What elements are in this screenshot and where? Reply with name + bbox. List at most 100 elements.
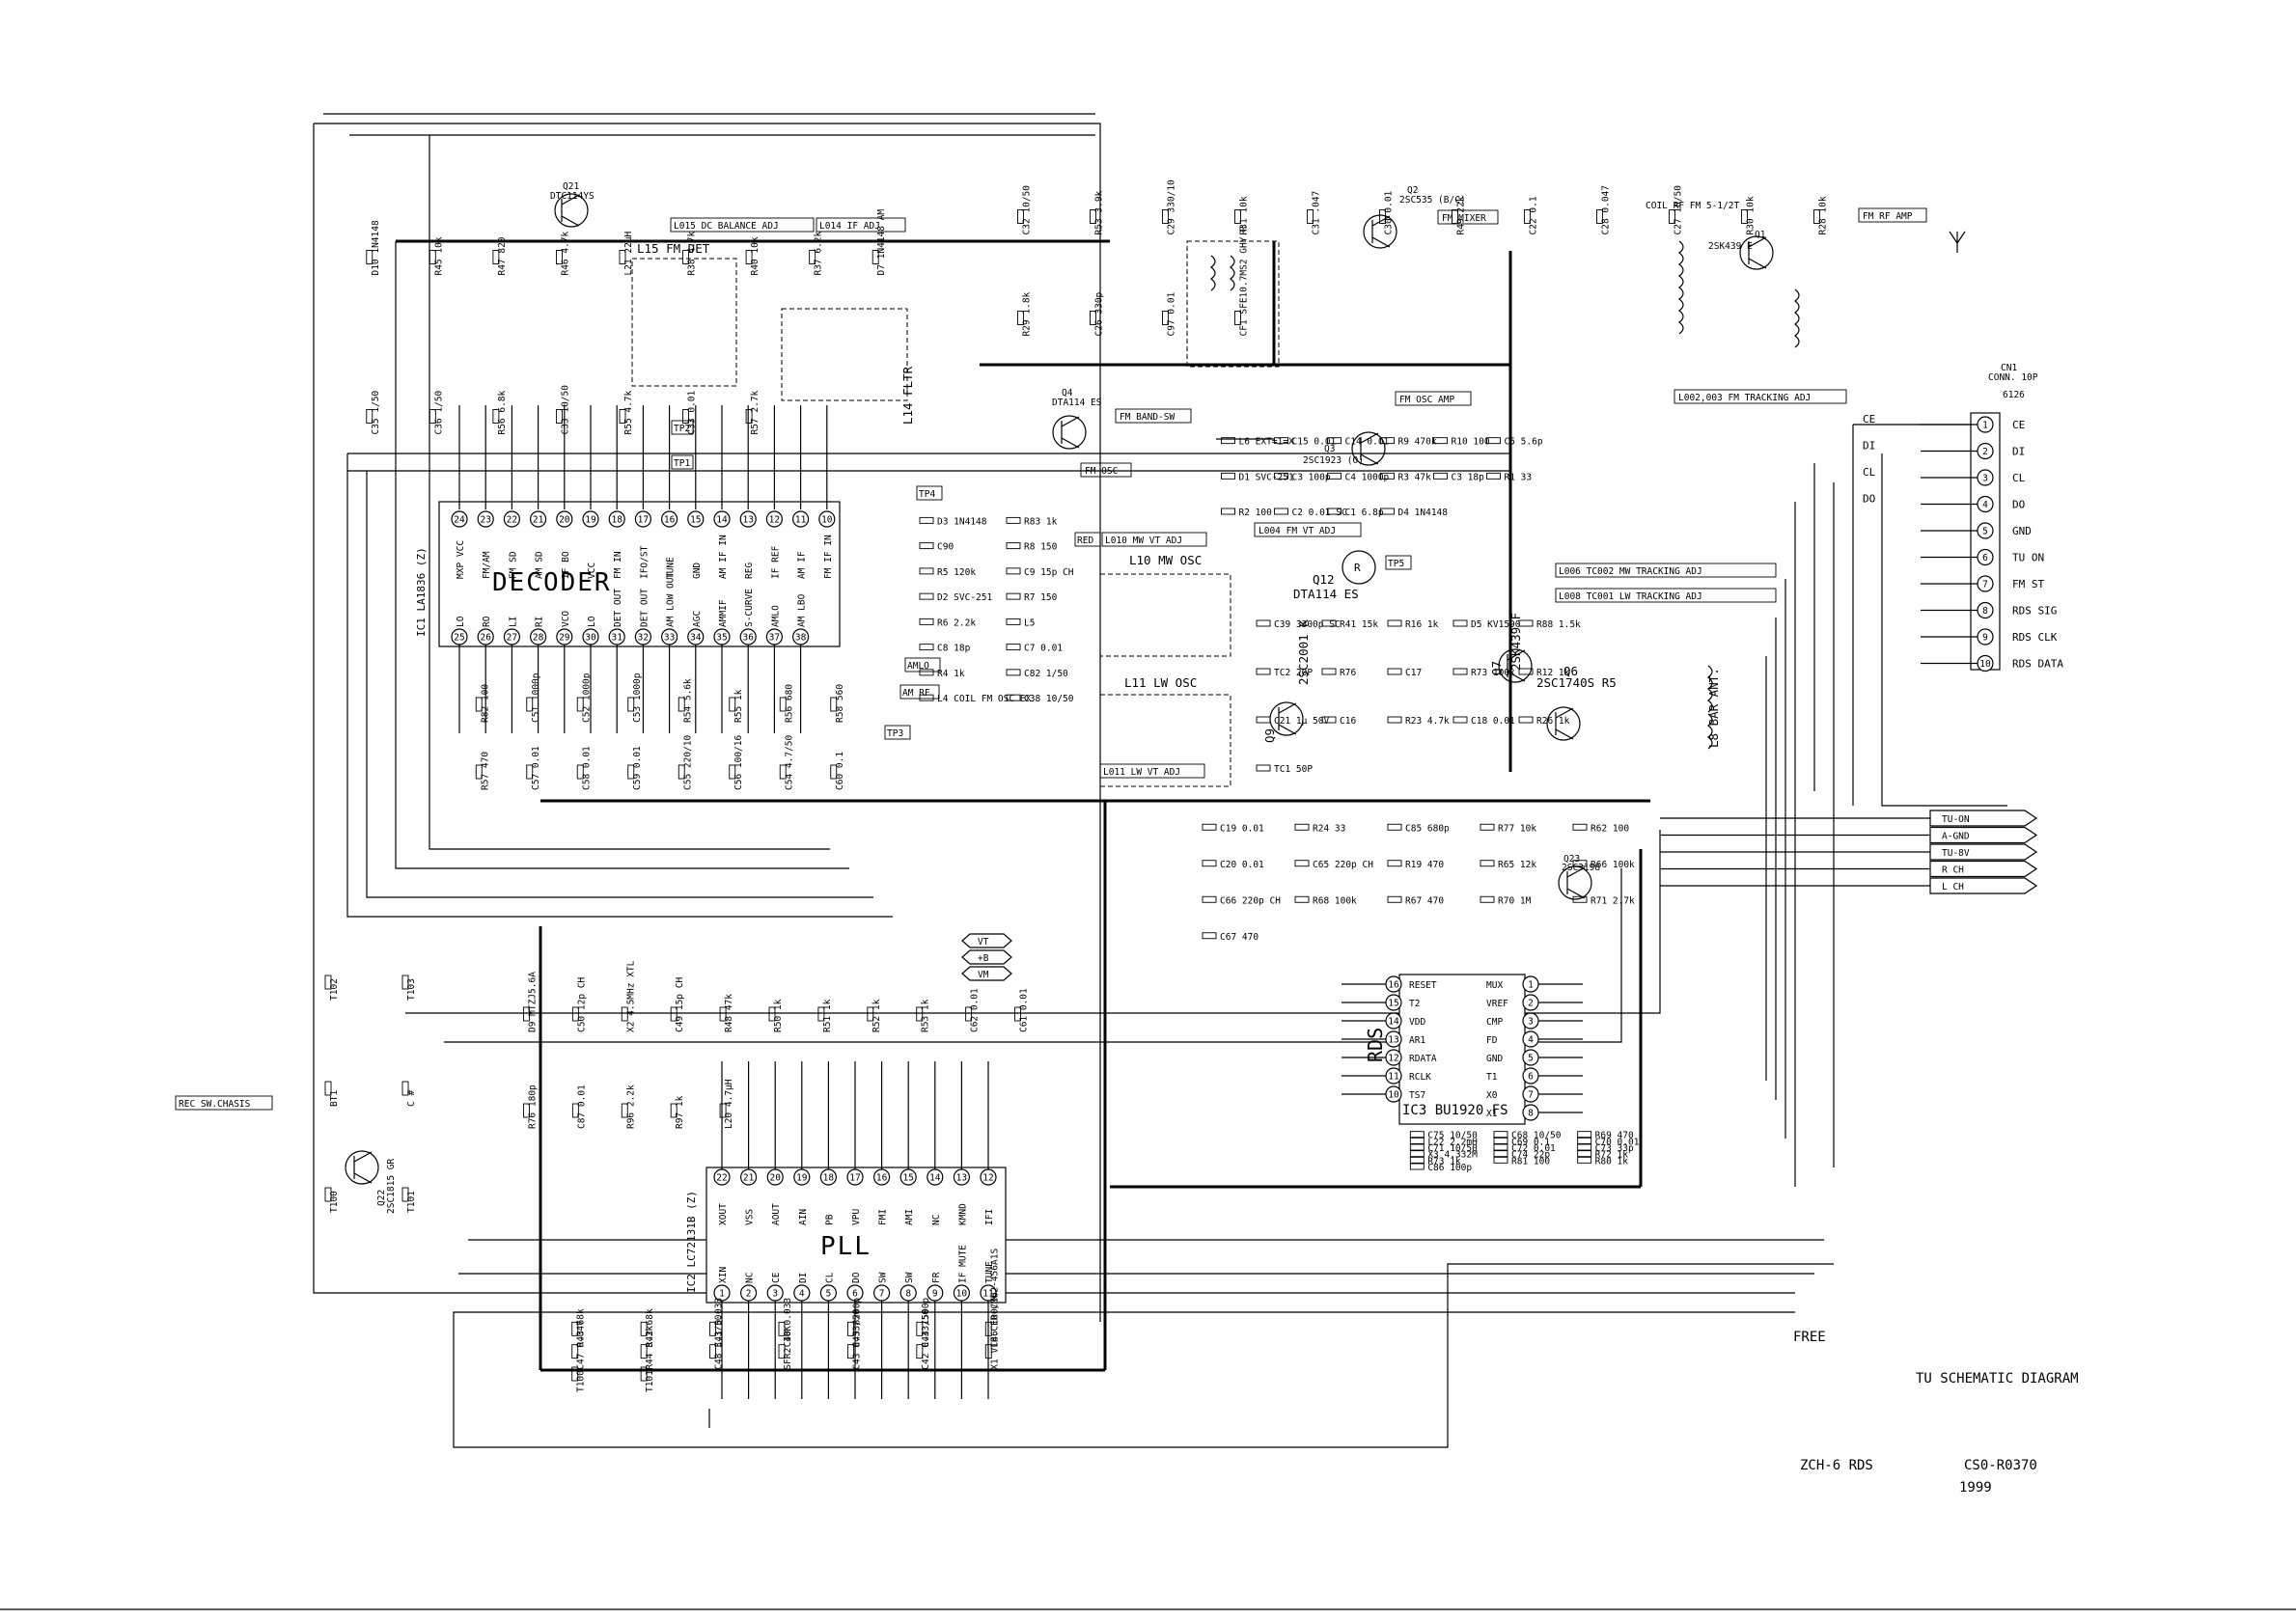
part-value: C15 0.01	[1292, 437, 1337, 448]
q12-ref: Q12	[1313, 572, 1335, 587]
part-glyph	[919, 694, 934, 701]
part-value: R45 10k	[433, 236, 444, 275]
ic1-pin-name: DET OUT	[613, 589, 623, 627]
svg-text:19: 19	[796, 1173, 808, 1184]
part-glyph	[555, 250, 563, 264]
cn1-pin-name: RDS SIG	[2012, 605, 2057, 618]
ic3-pin-name: MUX	[1486, 980, 1503, 991]
part-glyph	[1387, 823, 1402, 831]
q1-ref: Q1	[1755, 230, 1766, 240]
label-tp4: TP4	[919, 489, 935, 500]
part-glyph	[871, 250, 879, 264]
cn1-pin-name: FM ST	[2012, 578, 2044, 590]
q12-symbol: R	[1342, 550, 1376, 585]
ic1-pin-11: 11	[791, 510, 810, 528]
label-l006-mw-tracking-adj: L006 TC002 MW TRACKING ADJ	[1559, 566, 1702, 577]
part-glyph	[1221, 472, 1235, 480]
part-value: L21 22μH	[623, 231, 634, 275]
part-value: C85 680p	[1405, 823, 1450, 834]
cn1-pin-1: 1	[1977, 416, 1994, 433]
ic1-pin-name: IF REF	[770, 545, 781, 579]
part-glyph	[621, 1006, 628, 1022]
svg-text:16: 16	[876, 1173, 888, 1184]
part-glyph	[1380, 508, 1395, 515]
ic2-pin-name: PB	[824, 1214, 835, 1225]
ic2-pin-name: DI	[798, 1273, 809, 1283]
part-value: TC2 20P	[1274, 668, 1313, 678]
part-glyph	[555, 409, 563, 424]
part-value: C60 0.1	[835, 752, 845, 790]
part-value: R57 2.7k	[750, 390, 761, 434]
q7-ref: Q7	[1489, 661, 1504, 675]
ic3-pin-name: T2	[1409, 999, 1420, 1009]
part-value: R10 100	[1452, 437, 1490, 448]
ic2-ref: IC2 LC72131B (Z)	[685, 1191, 698, 1293]
part-glyph	[1452, 209, 1458, 224]
l11-label: L11 LW OSC	[1124, 675, 1197, 690]
svg-text:5: 5	[1982, 527, 1988, 537]
part-glyph	[916, 1321, 924, 1336]
part-glyph	[1006, 516, 1021, 524]
cn1-pin-name: GND	[2012, 525, 2032, 537]
part-glyph	[1409, 1137, 1425, 1144]
part-value: D2 SVC-251	[937, 592, 992, 603]
part-glyph	[1577, 1143, 1592, 1151]
part-glyph	[919, 669, 934, 676]
part-glyph	[1387, 860, 1402, 867]
svg-text:4: 4	[1982, 500, 1988, 510]
part-value: L6 EXT=1=X	[1239, 437, 1294, 448]
part-value: C58 0.01	[581, 746, 592, 790]
part-glyph	[1577, 1150, 1592, 1158]
ic1-pin-name: LI	[508, 617, 518, 627]
part-value: C47 0.047	[576, 1320, 587, 1369]
part-value: C49 15p CH	[675, 977, 685, 1032]
part-value: C39 3300p SC	[1274, 619, 1341, 630]
ic2-pin-18: 18	[819, 1168, 838, 1186]
cn1-pin-name: TU ON	[2012, 552, 2044, 564]
q21-ref: Q21	[563, 181, 579, 192]
cn1-pin-3: 3	[1977, 469, 1994, 486]
ic1-pin-name: IF BO	[561, 551, 571, 579]
part-glyph	[1006, 542, 1021, 550]
svg-text:8: 8	[1982, 606, 1988, 617]
ic2-pin-name: NC	[931, 1215, 942, 1225]
ic2-pin-name: IF MUTE	[957, 1245, 968, 1283]
ic2-pin-name: XOUT	[718, 1203, 729, 1225]
part-value: R1 33	[1505, 472, 1533, 482]
part-glyph	[709, 1344, 717, 1359]
ic3-pin-13: 13	[1385, 1030, 1402, 1048]
ic1-ref: IC1 LA1836 (Z)	[415, 547, 428, 637]
svg-text:26: 26	[480, 633, 491, 644]
part-glyph	[1090, 311, 1096, 325]
part-glyph	[1294, 823, 1310, 831]
part-value: R69 470	[1595, 1131, 1634, 1141]
q4-ref: Q4	[1062, 388, 1073, 398]
model-number: ZCH-6 RDS	[1800, 1458, 1873, 1473]
part-glyph	[729, 764, 736, 780]
part-glyph	[846, 1321, 854, 1336]
part-glyph	[429, 409, 436, 424]
ic1-pin-23: 23	[477, 510, 494, 528]
ic3-pin-8: 8	[1522, 1104, 1539, 1121]
ic1-pin-25: 25	[451, 628, 468, 645]
part-glyph	[526, 764, 534, 780]
label-rec-sw-chasis: REC SW.CHASIS	[179, 1099, 251, 1110]
ic1-pin-name: LO	[587, 616, 597, 627]
part-glyph	[401, 1187, 409, 1202]
part-glyph	[627, 764, 635, 780]
part-glyph	[1409, 1163, 1425, 1170]
ic2-pin-name: CL	[824, 1272, 835, 1283]
part-value: R30 10k	[1746, 196, 1757, 234]
ic3-pin-name: X0	[1486, 1090, 1498, 1101]
q7-part: 2SK439 F	[1508, 613, 1523, 671]
part-value: C9 15p CH	[1024, 567, 1074, 578]
part-glyph	[1221, 508, 1235, 515]
connector-title: CONN. 10P	[1988, 372, 2038, 383]
part-glyph	[919, 542, 934, 550]
part-value: D3 1N4148	[937, 516, 987, 527]
part-value: R28 10k	[1818, 196, 1829, 234]
